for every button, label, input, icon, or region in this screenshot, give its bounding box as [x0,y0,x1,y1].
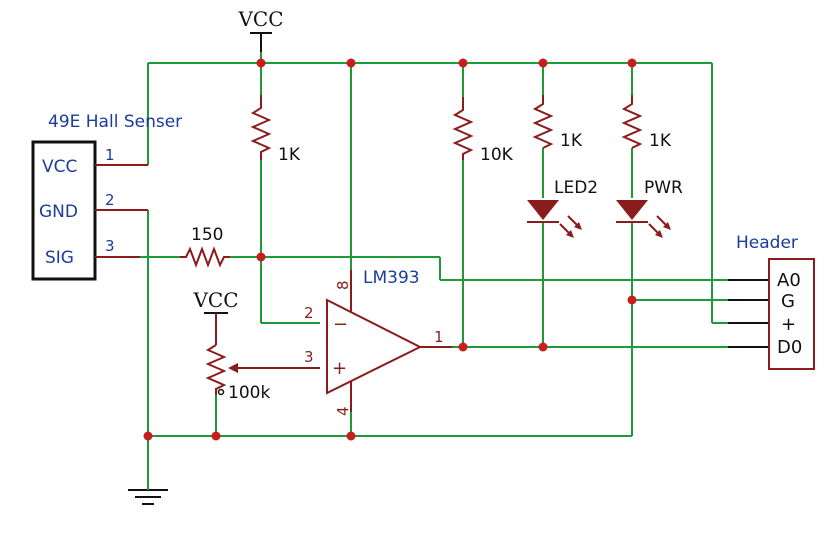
wires [140,52,728,490]
resistor-10k-label: 10K [480,145,514,165]
sensor-pin-1-num: 1 [105,146,115,164]
junction-dot [256,58,266,68]
header-body [768,258,815,370]
sensor-pin-2-num: 2 [105,191,115,209]
junction-dot [256,252,266,262]
header-pin-plus: + [781,314,796,335]
comparator-pin-2: 2 [304,304,314,322]
junction-dot [458,342,468,352]
led-pwr: PWR [616,178,683,238]
resistor-150: 150 [180,225,230,268]
resistor-10k: 10K [452,97,514,165]
junction-dot [627,295,637,305]
sensor-pin-gnd-label: GND [39,202,78,222]
header-pin-d0: D0 [777,337,802,358]
junction-dot [346,58,356,68]
comparator-name: LM393 [363,268,420,288]
comparator-minus-sign: − [333,314,348,335]
junction-dot [143,431,153,441]
junction-dot [458,58,468,68]
led-pwr-label: PWR [644,178,683,198]
junction-dot [538,58,548,68]
sensor-pin-3-num: 3 [105,237,115,255]
junction-dot [627,58,637,68]
vcc-top-symbol: VCC [237,7,284,52]
resistor-150-label: 150 [191,225,223,245]
sensor-pin-vcc-label: VCC [42,157,77,177]
comparator-plus-sign: + [332,358,347,379]
header-title: Header [736,233,798,253]
resistor-1k-pullup-label: 1K [278,145,301,165]
potentiometer-label: 100k [228,383,270,403]
resistor-1k-pwr-label: 1K [649,131,672,151]
comparator-lm393: LM393 8 2 3 4 1 − + [304,268,452,416]
sensor-pin-sig-label: SIG [45,248,74,268]
junction-dot [346,431,356,441]
header-connector: Header A0 G + D0 [728,233,815,370]
comparator-pin-1: 1 [434,328,444,346]
vcc-top-label: VCC [237,7,283,31]
ground-symbol [128,476,168,505]
junction-dots [143,58,637,441]
sensor-title: 49E Hall Senser [48,112,182,132]
comparator-pin-8: 8 [334,280,352,290]
header-pin-a0: A0 [777,270,801,291]
comparator-pin-4: 4 [334,406,352,416]
resistor-1k-pullup: 1K [250,95,301,165]
junction-dot [538,342,548,352]
led2-label: LED2 [554,178,598,198]
led2: LED2 [527,178,598,238]
comparator-pin-3: 3 [304,348,314,366]
vcc-pot-label: VCC [192,288,238,312]
resistor-1k-led2: 1K [532,95,583,151]
potentiometer-100k: VCC 100k [192,288,320,403]
junction-dot [211,431,221,441]
hall-sensor: 49E Hall Senser VCC GND SIG 1 2 3 [31,112,182,281]
resistor-1k-pwr: 1K [621,95,672,151]
header-pin-g: G [781,291,795,312]
resistor-1k-led2-label: 1K [560,131,583,151]
